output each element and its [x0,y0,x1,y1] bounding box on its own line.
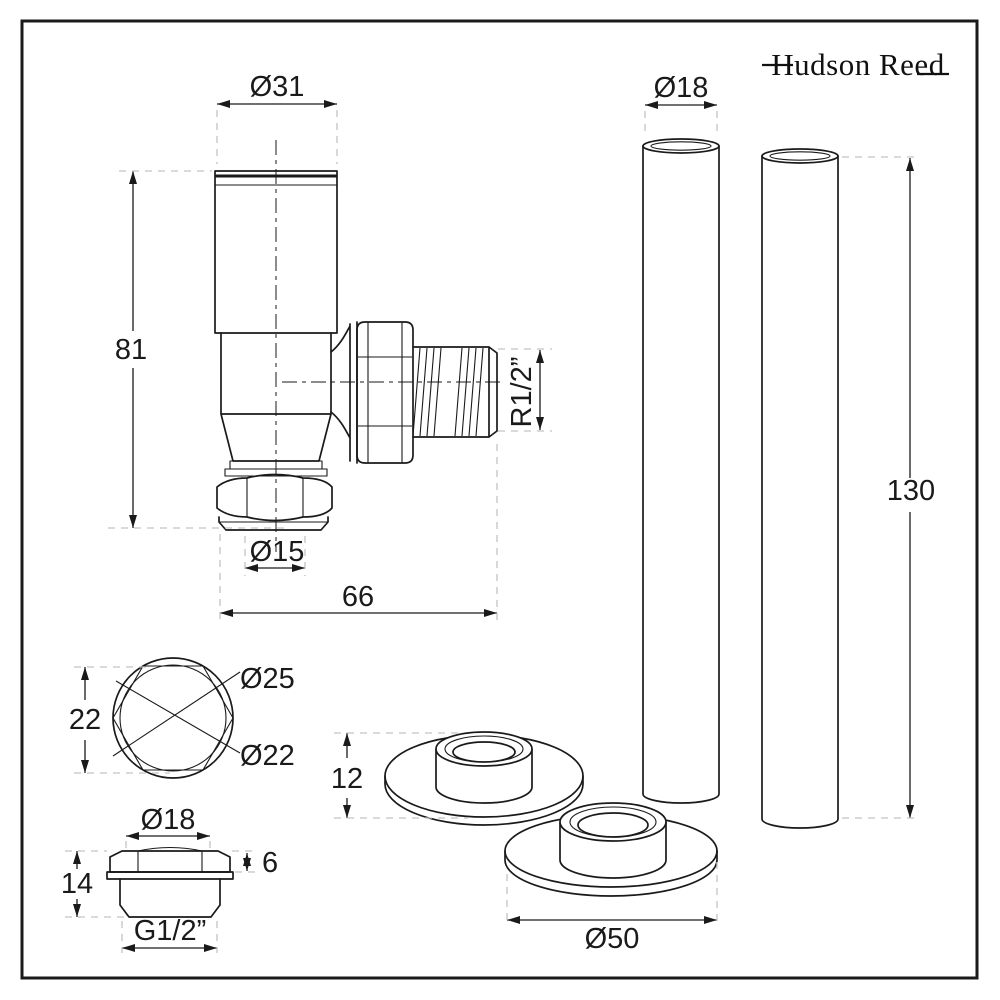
plug-hex-outline [109,850,231,873]
ext-side-thread [498,348,552,432]
ext-escutcheon-diameter [506,862,718,926]
escutcheon-2-hole [577,812,649,838]
dim-label-pipe-diameter: Ø18 [654,72,709,104]
ext-plug-diameter [125,841,211,849]
dim-label-compression: Ø15 [250,536,305,568]
ext-escutcheon-height [334,732,468,819]
drawing-border [20,19,979,980]
dim-label-head-diameter: Ø31 [250,71,305,103]
valve-nut-flange [218,516,329,531]
pipe-2-top-bore [769,151,831,161]
ext-head-diameter [216,110,338,164]
union-nut-outline [356,321,414,464]
ext-plug-hex-height [232,850,257,873]
ext-width [219,444,498,620]
ext-plug-thread [121,921,218,953]
plug-side-view: Ø18 6 14 G1/2” [61,804,278,953]
brand-logo: Hudson Reed [762,47,949,82]
escutcheon-2-collar-top [559,802,667,842]
nut-leader-lines [112,671,241,757]
dim-label-escutcheon-height: 12 [331,763,363,795]
valve-head-outline [214,170,338,334]
plug-flange [106,871,234,880]
plug-thread-body [119,878,221,918]
ext-compression [244,536,306,576]
dim-label-plug-height: 14 [61,868,93,900]
valve-hex-nut-outline [216,473,333,522]
dim-label-plug-thread: G1/2” [134,915,207,947]
ext-pipe-diameter [644,111,718,136]
pipe-1-top-rim [642,138,720,154]
escutcheon-1-rim [384,775,584,826]
dim-label-nut-across: 22 [69,704,101,736]
dim-label-plug-hex-height: 6 [262,847,278,879]
nut-outer-circle [112,657,234,779]
union-nut-facets [358,322,412,463]
valve-collar-lower [224,468,328,477]
escutcheons-view: 12 Ø50 [331,731,718,955]
plug-hex-facets [137,846,203,872]
escutcheon-1-collar-top [435,731,533,767]
dim-label-pipe-length: 130 [887,475,935,507]
ext-height [108,170,289,529]
pipe-2-top-rim [761,148,839,164]
valve-front-view: Ø31 81 Ø15 66 R1/2” [108,71,552,620]
escutcheon-2-rim [504,850,718,897]
valve-body-outline [220,332,332,462]
pipe-1-body [642,145,720,804]
nut-inner-circle [119,664,227,772]
dim-label-escutcheon-diameter: Ø50 [585,923,640,955]
brand-logo-text: Hudson Reed [771,47,944,82]
escutcheon-1-hole [452,741,516,763]
pipe-2-body [761,155,839,829]
pipe-1-top-bore [650,141,712,151]
dim-label-side-thread: R1/2” [506,357,538,428]
dim-label-height: 81 [115,334,147,366]
ext-plug-height [65,850,127,918]
male-thread-hatch [412,347,484,437]
valve-side-neck [330,321,358,464]
ext-nut-across [74,666,170,774]
dim-label-nut-inner: Ø22 [240,740,295,772]
pipes-view: Ø18 130 [642,72,935,829]
nut-top-view: Ø25 Ø22 22 [69,657,295,779]
dim-label-nut-outer: Ø25 [240,663,295,695]
dim-label-width: 66 [342,581,374,613]
male-thread-outline [412,346,498,438]
nut-hexagon [112,665,234,771]
valve-hex-nut-facets [246,478,304,517]
dim-label-plug-diameter: Ø18 [141,804,196,836]
